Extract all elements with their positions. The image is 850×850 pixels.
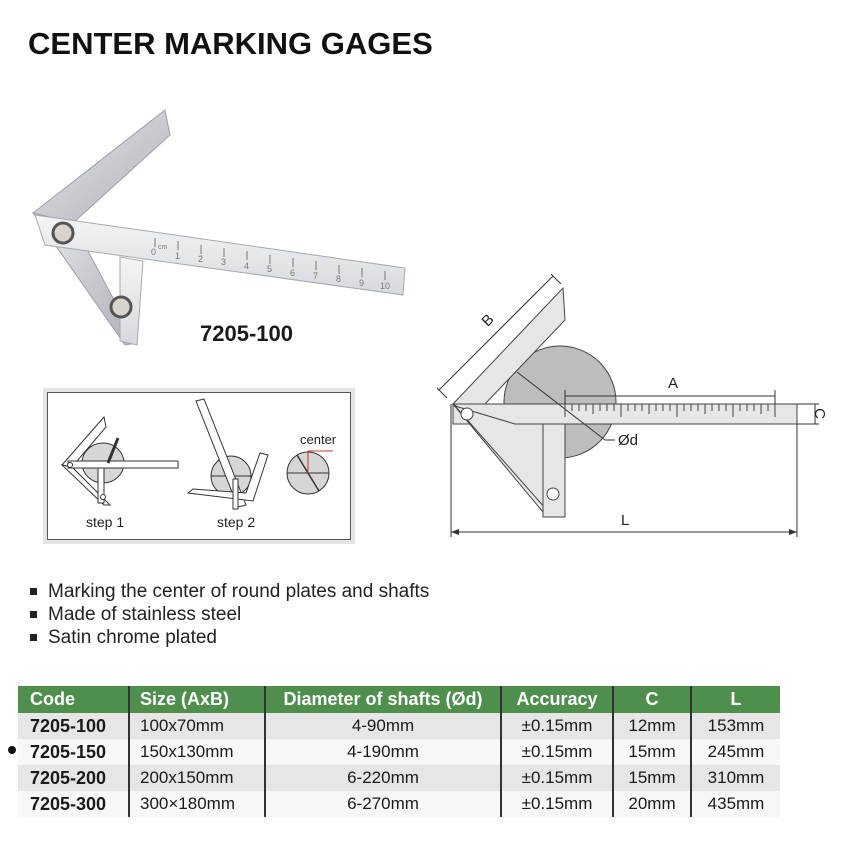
step-2-label: step 2 <box>217 514 256 530</box>
page-title: CENTER MARKING GAGES <box>28 26 433 61</box>
table-row: 7205-300 300×180mm 6-270mm ±0.15mm 20mm … <box>18 791 780 817</box>
ruler-tick-label: 5 <box>267 264 272 274</box>
col-header-l: L <box>690 686 780 713</box>
ruler-unit-label: cm <box>158 244 168 251</box>
table-row: 7205-200 200x150mm 6-220mm ±0.15mm 15mm … <box>18 765 780 791</box>
dimension-label-a: A <box>668 375 679 392</box>
ruler-tick-label: 10 <box>380 281 390 291</box>
ruler-tick-label: 6 <box>290 268 295 278</box>
feature-item: Satin chrome plated <box>28 626 429 649</box>
ruler-tick-label: 7 <box>313 271 318 281</box>
ruler-tick-label: 4 <box>244 261 249 271</box>
ruler-tick-label: 3 <box>221 257 226 267</box>
step-1-label: step 1 <box>86 514 125 530</box>
bullet-icon <box>30 588 37 595</box>
col-header-code: Code <box>18 686 129 713</box>
table-row: 7205-150 150x130mm 4-190mm ±0.15mm 15mm … <box>18 739 780 765</box>
table-header-row: Code Size (AxB) Diameter of shafts (Ød) … <box>18 686 780 713</box>
dimension-label-l: L <box>621 512 630 529</box>
dimension-label-c: C <box>810 408 828 419</box>
product-photo: 0 cm 1 2 3 4 5 6 7 8 9 10 <box>25 105 425 355</box>
center-label: center <box>300 432 337 447</box>
feature-item: Marking the center of round plates and s… <box>28 580 429 603</box>
dimension-label-d: Ød <box>618 432 639 449</box>
col-header-accuracy: Accuracy <box>500 686 613 713</box>
col-header-size: Size (AxB) <box>128 686 265 713</box>
features-list: Marking the center of round plates and s… <box>28 580 429 649</box>
usage-steps-illustration <box>60 398 333 510</box>
ruler-tick-label: 8 <box>336 274 341 284</box>
dimension-diagram-illustration <box>436 273 819 537</box>
ruler-tick-label: 1 <box>175 251 180 261</box>
bullet-icon <box>30 611 37 618</box>
bullet-icon <box>30 634 37 641</box>
usage-steps-panel: step 1 step 2 center <box>47 392 351 540</box>
photo-model-label: 7205-100 <box>200 321 293 346</box>
ruler-tick-label: 0 <box>151 247 156 257</box>
spec-table: Code Size (AxB) Diameter of shafts (Ød) … <box>18 686 780 817</box>
feature-item: Made of stainless steel <box>28 603 429 626</box>
col-header-diameter: Diameter of shafts (Ød) <box>264 686 501 713</box>
col-header-c: C <box>612 686 691 713</box>
center-gage-photo-illustration: 0 cm 1 2 3 4 5 6 7 8 9 10 <box>31 109 406 346</box>
row-marker-dot <box>8 746 16 754</box>
ruler-tick-label: 9 <box>359 278 364 288</box>
dimension-diagram: B A C Ød L <box>425 262 830 542</box>
table-row: 7205-100 100x70mm 4-90mm ±0.15mm 12mm 15… <box>18 713 780 739</box>
ruler-tick-label: 2 <box>198 254 203 264</box>
